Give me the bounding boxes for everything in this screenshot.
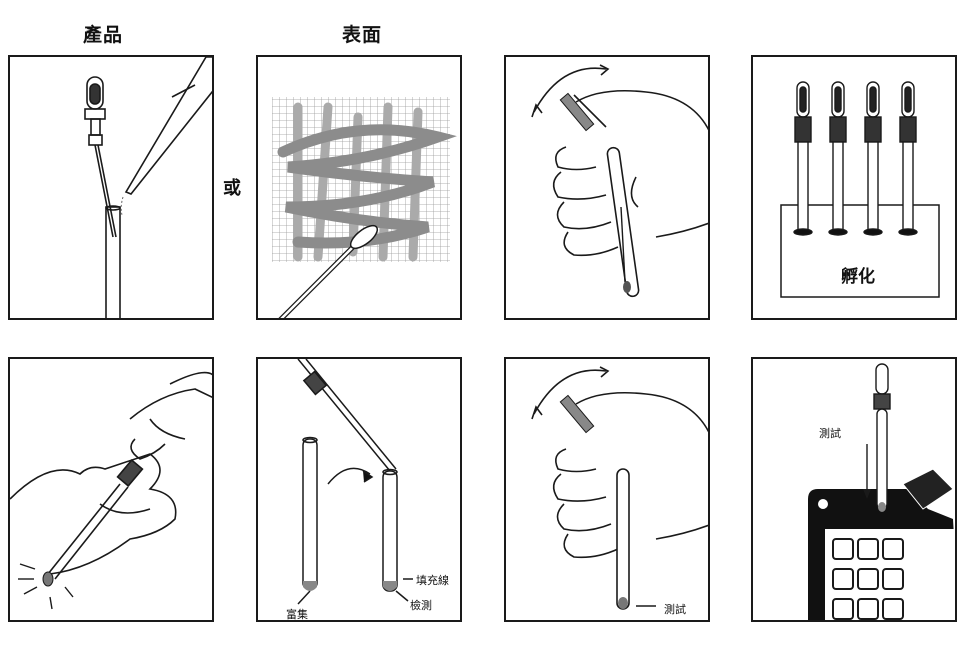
hand-shake-illustration [531,64,708,298]
incubator-illustration [780,81,940,298]
enrich-transfer-illustration [297,359,413,605]
panel-incubate: 孵化 [751,55,957,320]
hands-activate-illustration [10,371,212,610]
label-enrich: 富集 [286,608,308,621]
meter-insert-illustration [808,363,955,620]
label-fill-line: 填充線 [416,574,449,587]
panel-activate [8,357,214,622]
hand-shake-test-illustration [531,366,708,610]
product-sampling-illustration [84,57,212,318]
incubate-label: 孵化 [841,267,875,287]
panel-product-sample [8,55,214,320]
label-test-meter: 測試 [819,427,841,440]
panel-shake [504,55,710,320]
label-test-tube: 測試 [664,603,686,616]
label-detect: 檢測 [410,599,432,612]
panel-shake-test: 測試 [504,357,710,622]
header-product: 產品 [83,24,124,46]
panel-enrich-transfer: 富集 填充線 檢測 [256,357,462,622]
surface-swab-illustration [272,97,457,318]
panel-meter-test: 測試 [751,357,957,622]
or-label: 或 [223,178,241,199]
header-surface: 表面 [342,24,383,46]
panel-surface-swab [256,55,462,320]
